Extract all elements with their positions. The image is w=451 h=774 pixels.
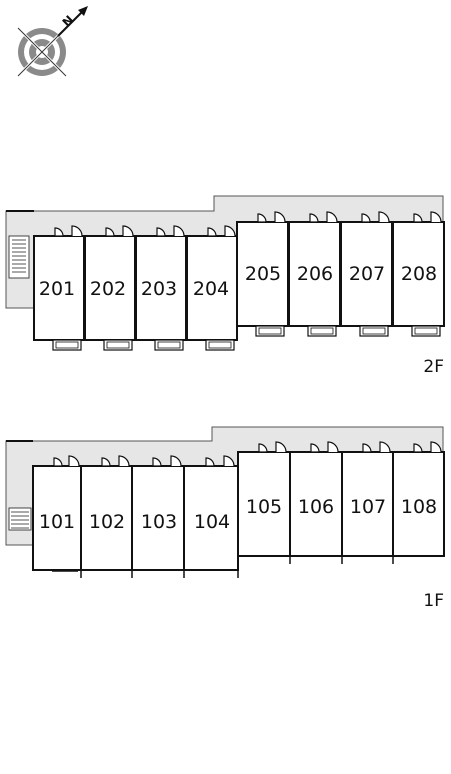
unit-number: 203: [141, 278, 177, 300]
door-icon: [173, 225, 185, 237]
door-icon: [430, 211, 442, 223]
balcony: [255, 325, 285, 337]
door-icon: [170, 455, 182, 467]
floor-1f: 101 102 103 104 10: [5, 426, 445, 611]
door-icon: [105, 227, 115, 237]
unit-number: 108: [401, 496, 437, 518]
unit-number: 205: [245, 263, 281, 285]
unit-207: 207: [340, 211, 393, 337]
unit-107: 107: [341, 441, 394, 564]
unit-number: 106: [298, 496, 334, 518]
compass-north-label: N: [60, 13, 77, 30]
unit-201: 201: [33, 225, 85, 351]
compass: N: [14, 6, 88, 80]
unit-108: 108: [392, 441, 445, 564]
unit-208: 208: [392, 211, 445, 337]
balcony: [154, 339, 184, 351]
unit-number: 201: [39, 278, 75, 300]
stairs-1f: [8, 507, 32, 531]
unit-102: 102: [80, 455, 133, 578]
unit-205: 205: [236, 211, 289, 337]
balcony: [359, 325, 389, 337]
door-icon: [53, 457, 63, 467]
door-icon: [310, 443, 320, 453]
balcony: [52, 339, 82, 351]
unit-number: 103: [141, 511, 177, 533]
unit-number: 208: [401, 263, 437, 285]
door-icon: [413, 443, 423, 453]
door-icon: [309, 213, 319, 223]
door-icon: [68, 455, 80, 467]
unit-104: 104: [183, 455, 239, 578]
door-icon: [101, 457, 111, 467]
unit-number: 202: [90, 278, 126, 300]
unit-106: 106: [289, 441, 343, 564]
unit-number: 206: [297, 263, 333, 285]
compass-rose-icon: [14, 24, 70, 80]
unit-105: 105: [237, 441, 291, 557]
unit-number: 102: [89, 511, 125, 533]
unit-103: 103: [131, 455, 185, 578]
door-icon: [327, 441, 339, 453]
balcony: [307, 325, 337, 337]
door-icon: [413, 213, 423, 223]
door-icon: [362, 443, 372, 453]
balcony: [103, 339, 133, 351]
stairs-2f: [8, 235, 30, 279]
unit-204: 204: [186, 225, 238, 351]
door-icon: [156, 227, 166, 237]
unit-203: 203: [135, 225, 187, 351]
door-icon: [152, 457, 162, 467]
door-icon: [205, 457, 215, 467]
door-icon: [71, 225, 83, 237]
door-icon: [223, 455, 235, 467]
door-icon: [326, 211, 338, 223]
door-icon: [379, 441, 391, 453]
door-icon: [54, 227, 64, 237]
unit-number: 204: [193, 278, 229, 300]
balcony: [411, 325, 441, 337]
floor-2f: 201 202 203 204 20: [5, 195, 445, 377]
unit-number: 207: [349, 263, 385, 285]
door-icon: [361, 213, 371, 223]
unit-number: 105: [246, 496, 282, 518]
door-icon: [258, 443, 268, 453]
unit-number: 101: [39, 511, 75, 533]
door-icon: [274, 211, 286, 223]
unit-202: 202: [84, 225, 136, 351]
door-icon: [275, 441, 287, 453]
floor-label-2f: 2F: [423, 357, 444, 377]
door-icon: [257, 213, 267, 223]
unit-number: 107: [350, 496, 386, 518]
floor-label-1f: 1F: [423, 591, 444, 611]
door-icon: [118, 455, 130, 467]
door-icon: [430, 441, 442, 453]
unit-101: 101: [32, 455, 82, 572]
north-arrow-icon: [57, 6, 88, 37]
door-icon: [207, 227, 217, 237]
door-icon: [122, 225, 134, 237]
balcony: [205, 339, 235, 351]
unit-number: 104: [194, 511, 230, 533]
unit-206: 206: [288, 211, 341, 337]
door-icon: [378, 211, 390, 223]
door-icon: [224, 225, 236, 237]
